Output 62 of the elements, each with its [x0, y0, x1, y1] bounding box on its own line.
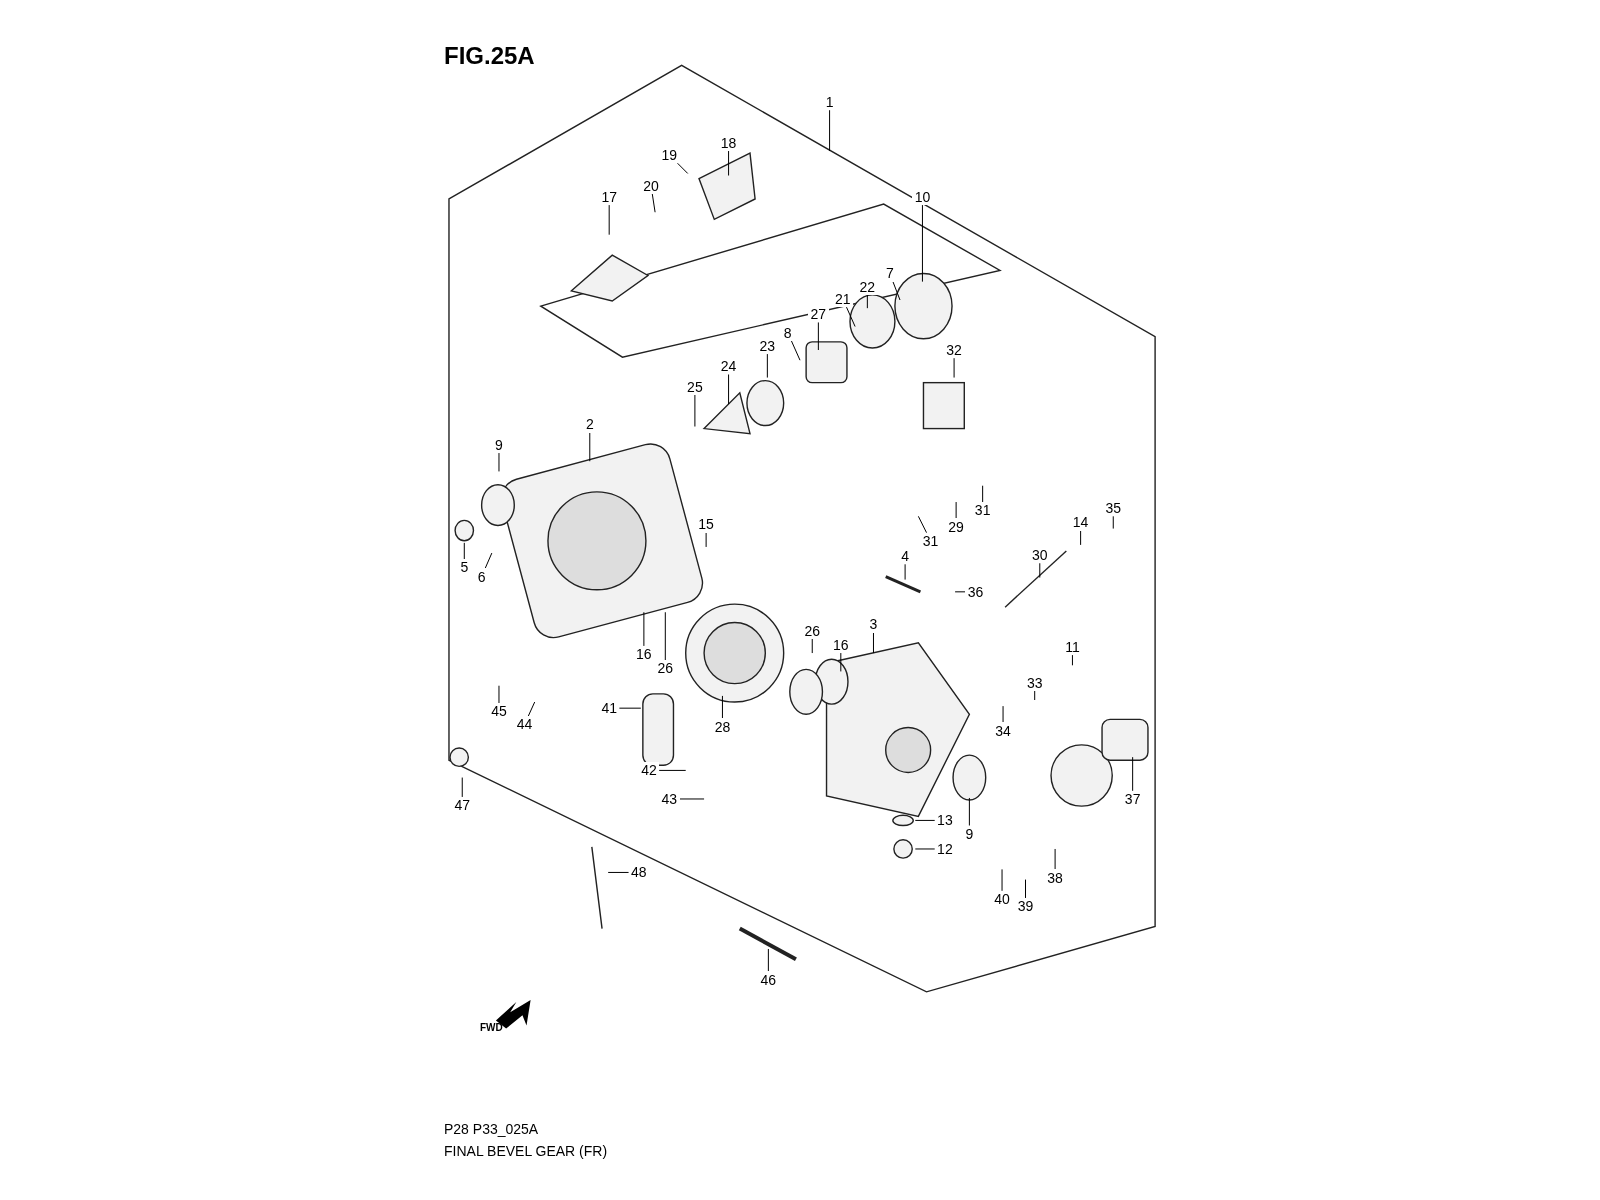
leader-line — [1002, 705, 1004, 723]
leader-line — [1054, 848, 1056, 870]
leader-line — [866, 294, 868, 309]
leader-line — [679, 798, 705, 800]
leader-line — [767, 948, 769, 972]
callout-number: 34 — [992, 722, 1014, 739]
leader-line — [817, 321, 819, 351]
callout-number: 29 — [945, 518, 967, 535]
callout-number: 38 — [1044, 869, 1066, 886]
leader-line — [1001, 868, 1003, 892]
leader-line — [811, 638, 813, 654]
direction-label: FWD — [480, 1021, 503, 1035]
leader-line — [589, 432, 591, 462]
leader-line — [892, 281, 901, 301]
leader-line — [766, 353, 768, 379]
leader-line — [498, 452, 500, 472]
leader-line — [607, 871, 630, 873]
leader-line — [982, 485, 984, 503]
leader-line — [484, 552, 493, 569]
leader-line — [790, 340, 801, 361]
leader-line — [721, 695, 723, 719]
leader-line — [461, 777, 463, 798]
leader-line — [728, 150, 730, 176]
leader-line — [728, 374, 730, 405]
leader-line — [1080, 530, 1082, 546]
leader-line — [846, 306, 856, 328]
leader-line — [953, 357, 955, 379]
figure-title: FIG.25A — [444, 41, 535, 71]
leader-line — [921, 204, 923, 283]
leader-line — [1071, 654, 1073, 666]
leader-line — [840, 652, 842, 672]
leader-line — [694, 394, 696, 428]
leader-line — [914, 819, 936, 821]
leader-line — [829, 109, 831, 152]
leader-line — [954, 591, 966, 593]
callout-number: 14 — [1070, 514, 1091, 531]
callout-number: 28 — [712, 718, 733, 735]
leader-line — [917, 515, 928, 534]
leader-line — [1034, 690, 1036, 701]
leader-line — [527, 701, 536, 717]
leader-line — [1112, 515, 1114, 530]
leader-line — [1039, 562, 1041, 579]
leader-line — [904, 563, 906, 581]
leader-line — [618, 707, 642, 709]
leader-line — [651, 193, 656, 213]
leader-line — [608, 204, 610, 236]
leader-line — [705, 532, 707, 548]
leader-line — [643, 611, 645, 647]
leader-line — [1025, 879, 1026, 899]
leader-line — [677, 162, 689, 174]
leader-line — [463, 542, 465, 560]
leader-line — [498, 685, 500, 704]
leader-line — [1132, 756, 1134, 792]
leader-line — [658, 769, 687, 771]
figure-caption: FINAL BEVEL GEAR (FR) — [444, 1142, 608, 1161]
leader-line — [872, 632, 874, 654]
leader-line — [914, 848, 936, 850]
leader-line — [664, 611, 666, 661]
leader-line — [955, 501, 957, 519]
drawing-code: P28 P33_025A — [444, 1120, 539, 1139]
leader-line — [968, 797, 970, 826]
callout-number: 46 — [758, 971, 779, 988]
